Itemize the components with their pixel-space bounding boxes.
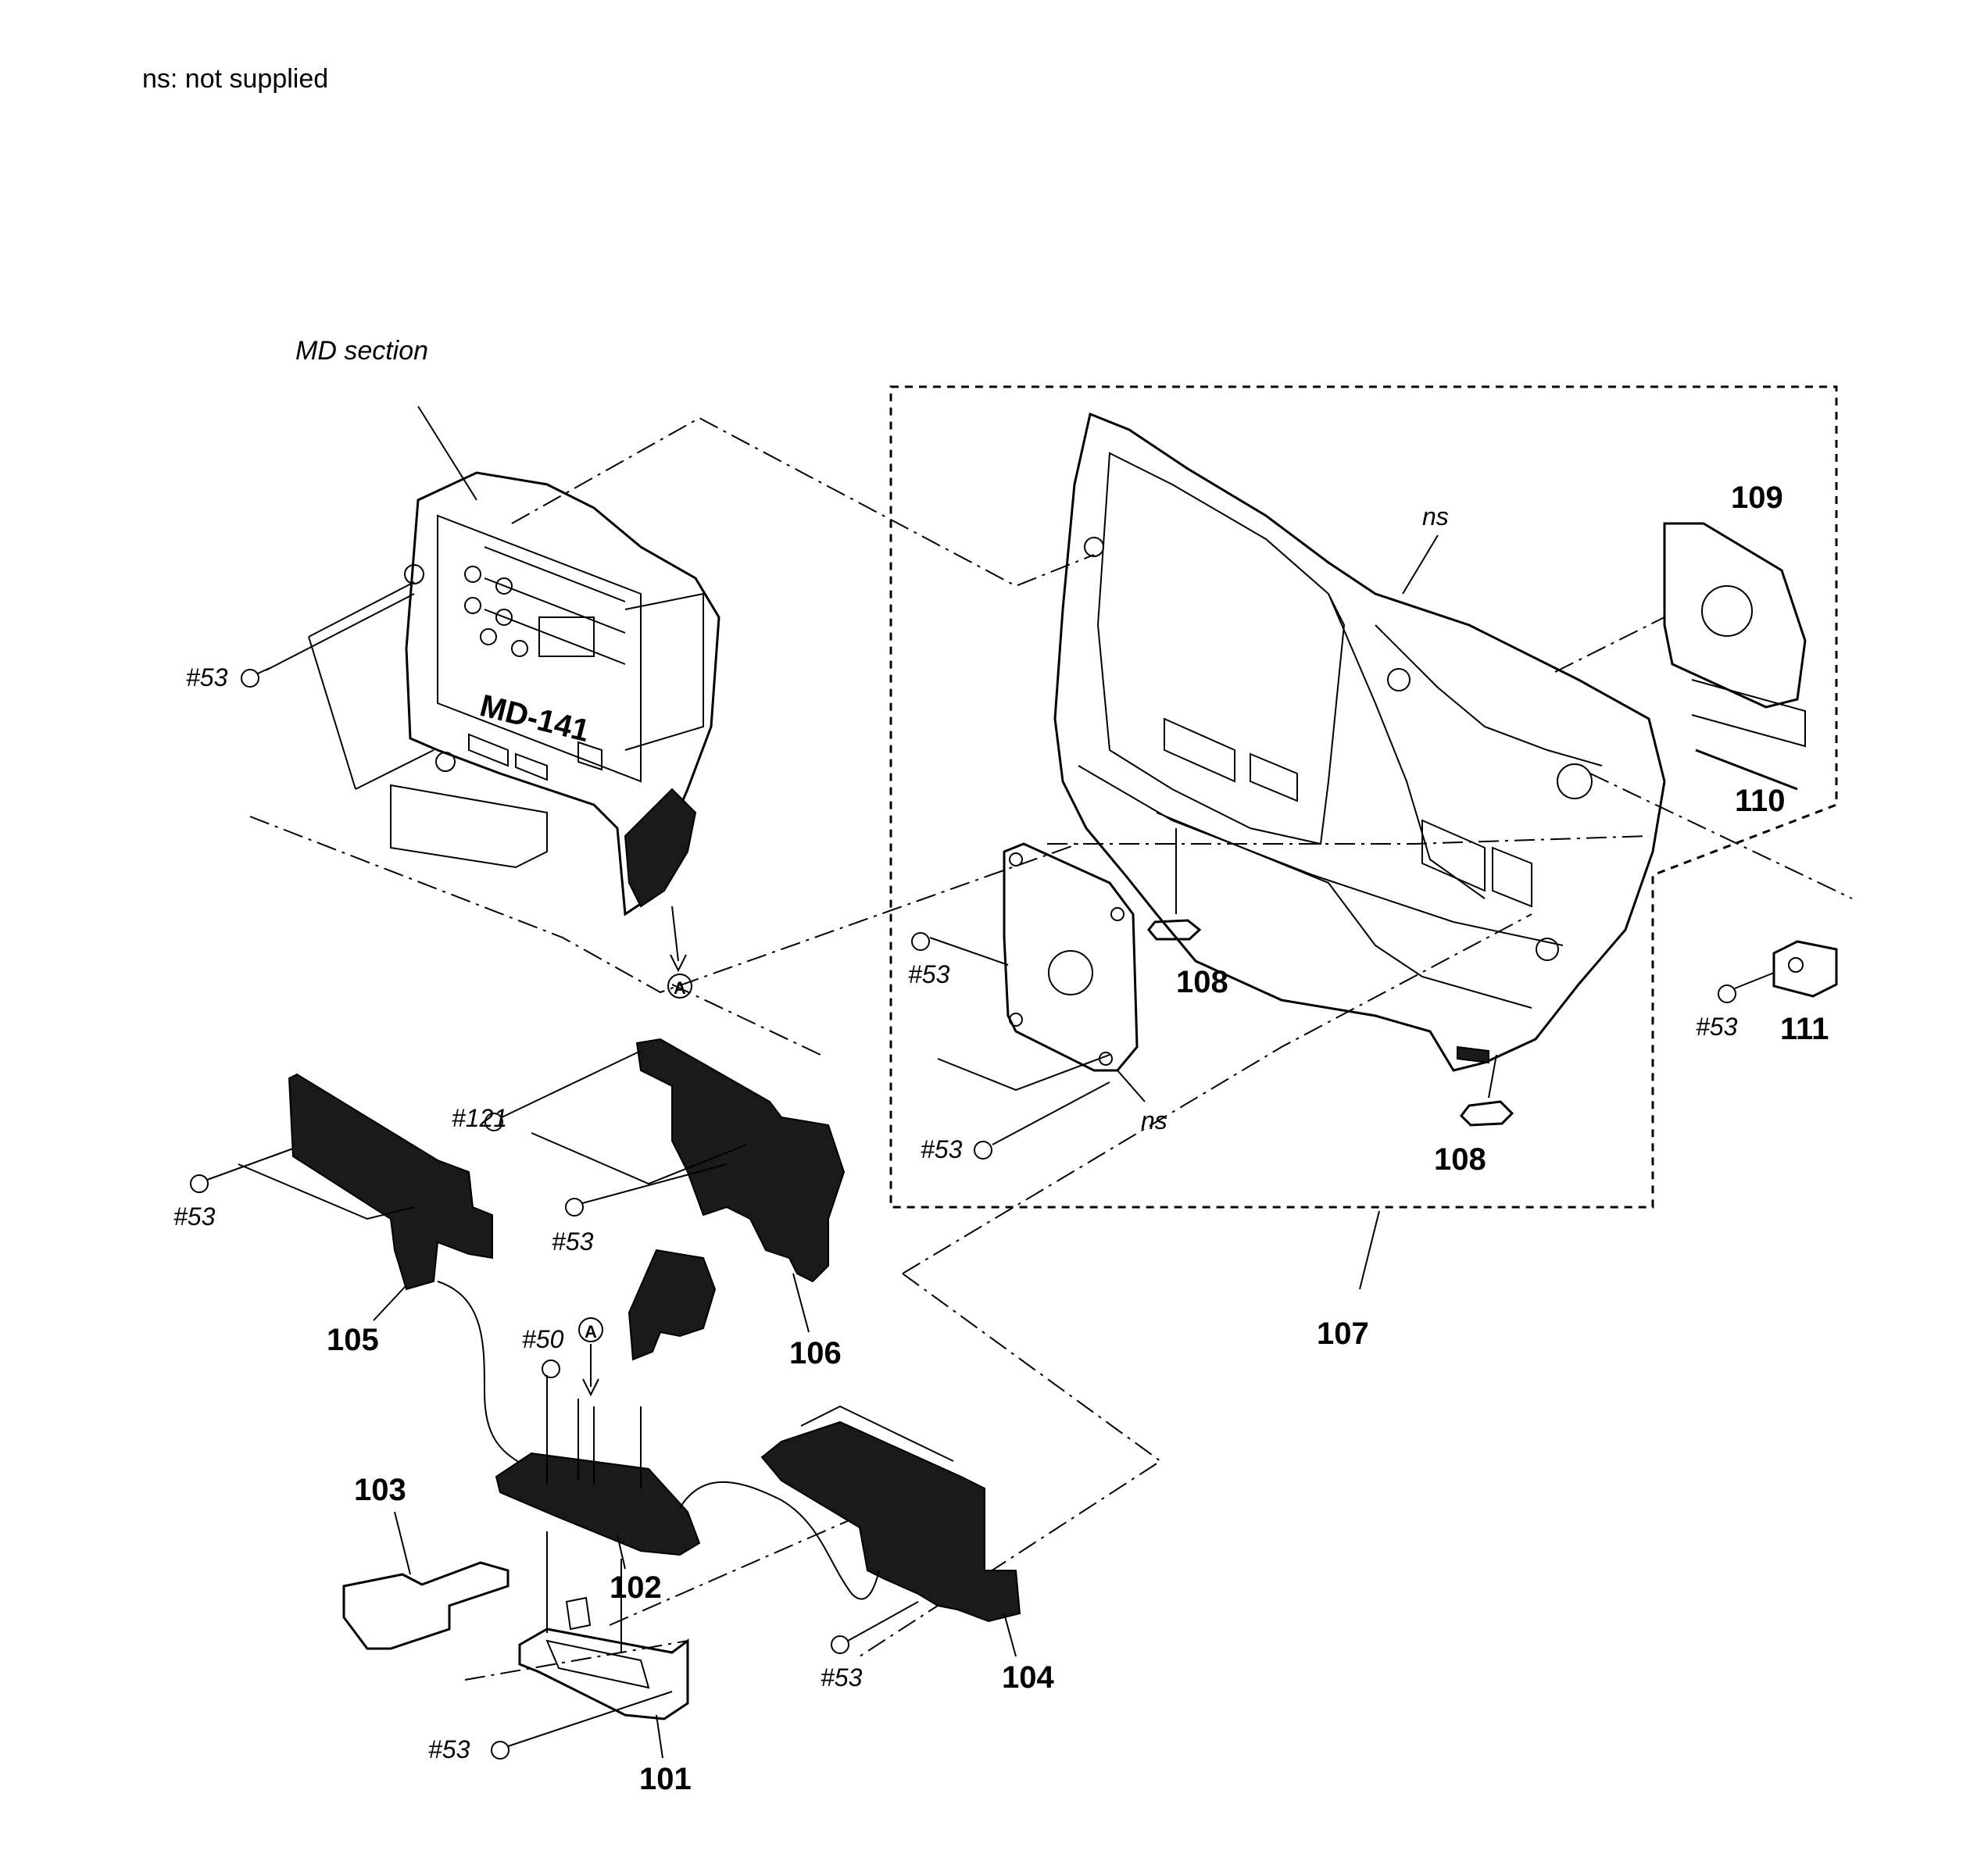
align-line-101-to-104 (609, 1515, 860, 1626)
screw-53-md: #53 (186, 593, 415, 691)
screw-label-53-part-105: #53 (173, 1202, 216, 1231)
ns-label-frame: ns (1422, 502, 1449, 531)
screw-label-53-part-101: #53 (428, 1735, 470, 1763)
part-104-leader (1003, 1613, 1017, 1657)
screw-53-part-106: #53 (552, 1163, 728, 1256)
part-102-leader (617, 1535, 626, 1570)
screw-121: #121 (452, 1050, 747, 1185)
md-mechanism: MD-141 (390, 471, 720, 973)
part-110 (1691, 679, 1806, 791)
part-103 (342, 1511, 510, 1650)
ns-leader-frame (1402, 534, 1439, 595)
board-label-md141: MD-141 (477, 688, 593, 749)
part-number-107: 107 (1317, 1317, 1369, 1351)
inner-bracket (1003, 842, 1139, 1072)
part-106-leader (792, 1273, 810, 1333)
flex-cable-105 (437, 1281, 532, 1470)
part-109 (1554, 522, 1807, 709)
part-106 (628, 1038, 846, 1361)
screw-label-53-part-111: #53 (1696, 1013, 1738, 1041)
screw-53-bracket-top: #53 (908, 932, 1009, 988)
part-number-111: 111 (1780, 1012, 1829, 1046)
part-number-103: 103 (354, 1473, 406, 1507)
part-number-101: 101 (639, 1762, 692, 1796)
screw-label-121: #121 (452, 1104, 507, 1132)
part-107-leader (1359, 1210, 1380, 1290)
screw-53-part-111: #53 (1696, 972, 1775, 1041)
main-frame (1053, 412, 1666, 1072)
screw-label-53-bracket-bottom: #53 (921, 1135, 963, 1163)
part-111 (1772, 940, 1838, 998)
align-line-106-to-frame (1047, 835, 1650, 845)
connector-marker-lower-label: A (585, 1322, 597, 1342)
align-line-104-to-frame (902, 913, 1532, 1274)
part-number-106: 106 (789, 1336, 842, 1370)
part-number-109: 109 (1731, 481, 1783, 515)
section-title: MD section (295, 336, 428, 366)
screw-50: #50 (522, 1325, 564, 1378)
screw-label-53-md: #53 (186, 663, 228, 691)
screw-label-50: #50 (522, 1325, 564, 1353)
screw-label-53-part-106: #53 (552, 1227, 594, 1256)
section-leader (417, 406, 477, 501)
align-line-106 (671, 984, 821, 1056)
ns-label-bracket: ns (1141, 1106, 1167, 1134)
part-102 (495, 1375, 701, 1556)
part-number-104: 104 (1002, 1660, 1054, 1695)
part-number-108-upper: 108 (1176, 965, 1228, 999)
connector-marker-lower: A (578, 1317, 603, 1397)
screw-53-part-105: #53 (173, 1148, 415, 1231)
part-108-lower (1460, 1054, 1514, 1127)
legend-note: ns: not supplied (142, 64, 328, 94)
part-number-108-lower: 108 (1434, 1142, 1486, 1177)
screw-53-part-101: #53 (428, 1691, 673, 1763)
part-108-upper (1147, 828, 1202, 941)
screw-label-53-part-104: #53 (821, 1663, 863, 1692)
screw-53-bracket-bottom: #53 (921, 1054, 1110, 1163)
part-number-105: 105 (327, 1323, 379, 1357)
flex-cable-104 (679, 1481, 880, 1600)
ns-leader-bracket (1117, 1070, 1146, 1102)
part-number-110: 110 (1735, 784, 1786, 818)
screw-label-53-bracket-top: #53 (908, 960, 950, 988)
screw-53-part-104: #53 (821, 1601, 919, 1692)
part-101 (464, 1531, 689, 1720)
assembly-107-boundary (889, 385, 1838, 1209)
part-101-leader (656, 1714, 663, 1759)
part-number-102: 102 (610, 1570, 662, 1605)
part-105-leader (373, 1285, 407, 1321)
align-line-111 (1589, 773, 1853, 899)
align-line-md-to-frame (511, 416, 1095, 588)
part-104 (760, 1405, 1021, 1623)
part-105 (288, 1073, 493, 1291)
